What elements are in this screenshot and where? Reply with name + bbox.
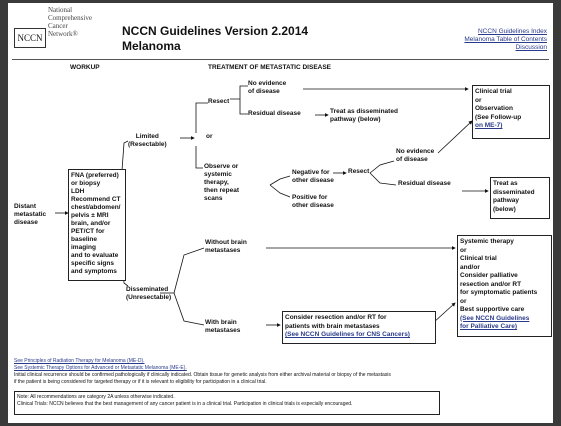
flow-connectors — [55, 85, 489, 327]
me7-link[interactable]: on ME-7) — [475, 122, 503, 129]
cns-guidelines-link[interactable]: (See NCCN Guidelines for CNS Cancers) — [285, 331, 410, 338]
resect-node-2: Resect — [348, 168, 370, 175]
palliative-link-1[interactable]: (See NCCN Guidelines — [460, 314, 530, 322]
page-title: NCCN Guidelines Version 2.2014 — [122, 24, 309, 38]
palliative-link-2[interactable]: for Palliative Care) — [460, 323, 518, 330]
workup-heading: WORKUP — [70, 64, 100, 71]
note-box: Note: All recommendations are category 2… — [14, 391, 440, 415]
residual-disease-node-2: Residual disease — [398, 180, 451, 187]
footnote-recurrence: Initial clinical recurrence should be co… — [14, 372, 391, 378]
footnote-radiation[interactable]: See Principles of Radiation Therapy for … — [14, 358, 145, 364]
table-of-contents-link[interactable]: Melanoma Table of Contents — [464, 36, 547, 43]
header-rule — [12, 59, 549, 60]
page-subtitle: Melanoma — [122, 39, 181, 53]
residual-disease-node: Residual disease — [248, 110, 301, 117]
footnote-systemic[interactable]: See Systemic Therapy Options for Advance… — [14, 365, 187, 371]
guidelines-index-link[interactable]: NCCN Guidelines Index — [477, 28, 547, 35]
footnotes: See Principles of Radiation Therapy for … — [14, 358, 391, 386]
footnote-recurrence-2: if the patient is being considered for t… — [14, 379, 267, 385]
or-label: or — [206, 133, 213, 140]
nccn-logo: NCCN — [14, 28, 46, 48]
treatment-heading: TREATMENT OF METASTATIC DISEASE — [208, 64, 332, 71]
limited-node: Limited(Resectable) — [128, 133, 167, 148]
discussion-link[interactable]: Discussion — [515, 44, 547, 51]
resect-node: Resect — [208, 98, 230, 105]
disseminated-node: Disseminated(Unresectable) — [126, 286, 172, 301]
header-links: NCCN Guidelines Index Melanoma Table of … — [464, 28, 547, 52]
